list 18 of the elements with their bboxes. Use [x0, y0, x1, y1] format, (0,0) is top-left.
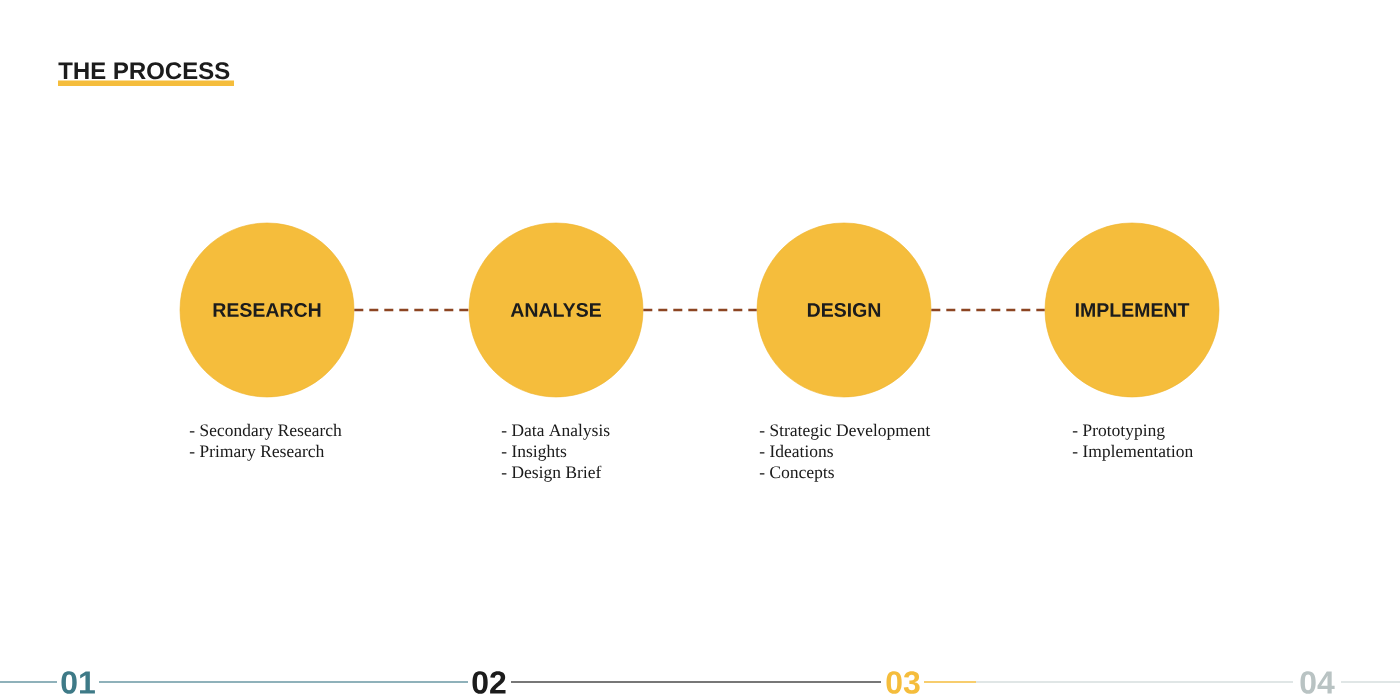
list-item: - Design Brief — [501, 465, 602, 482]
list-item: - Prototyping — [1072, 424, 1165, 440]
list-item: - Concepts — [759, 466, 834, 482]
step-number: 02 — [472, 671, 506, 694]
list-item: - Implementation — [1072, 444, 1193, 461]
dashed-connector — [643, 308, 757, 312]
list-item: - Insights — [501, 444, 567, 461]
heading: THE PROCESS — [58, 62, 234, 86]
step-number: 01 — [61, 671, 95, 694]
step-number: 03 — [886, 671, 920, 694]
dashed-connector — [931, 308, 1045, 312]
list-item: - Ideations — [759, 444, 833, 458]
step-number: 04 — [1300, 671, 1335, 694]
dashed-connector — [354, 308, 469, 312]
list-item: - Secondary Research — [189, 423, 342, 440]
list-item: - Data Analysis — [501, 423, 610, 440]
list-item: - Strategic Development — [759, 423, 931, 440]
list-item: - Primary Research — [189, 444, 325, 461]
